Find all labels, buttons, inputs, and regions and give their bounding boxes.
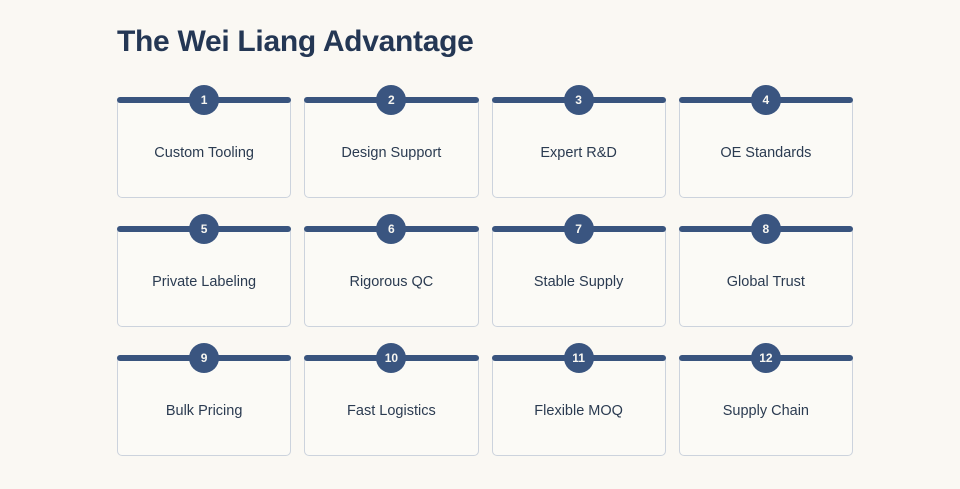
advantage-card[interactable]: 12 Supply Chain: [678, 343, 853, 456]
advantage-card[interactable]: 10 Fast Logistics: [304, 343, 479, 456]
card-number-badge: 10: [376, 343, 407, 373]
card-label: Global Trust: [726, 274, 805, 290]
card-number-badge: 8: [750, 214, 781, 244]
advantage-card[interactable]: 4 OE Standards: [678, 85, 853, 198]
card-label: OE Standards: [720, 145, 812, 161]
card-number-badge: 11: [563, 343, 594, 373]
card-number-badge: 4: [750, 85, 781, 115]
card-label: Fast Logistics: [347, 403, 436, 419]
advantage-card[interactable]: 6 Rigorous QC: [304, 214, 479, 327]
page-title: The Wei Liang Advantage: [117, 25, 474, 58]
advantage-card[interactable]: 9 Bulk Pricing: [117, 343, 292, 456]
advantage-card[interactable]: 11 Flexible MOQ: [491, 343, 666, 456]
advantage-card-grid: 1 Custom Tooling 2 Design Support 3 Expe…: [117, 85, 853, 456]
advantage-card[interactable]: 5 Private Labeling: [117, 214, 292, 327]
card-label: Custom Tooling: [154, 145, 254, 161]
card-label: Expert R&D: [540, 145, 617, 161]
card-number-badge: 12: [750, 343, 781, 373]
card-label: Design Support: [341, 145, 442, 161]
card-number-badge: 1: [189, 85, 220, 115]
card-number-badge: 3: [563, 85, 594, 115]
advantage-card[interactable]: 1 Custom Tooling: [117, 85, 292, 198]
card-number-badge: 2: [376, 85, 407, 115]
advantage-card[interactable]: 3 Expert R&D: [491, 85, 666, 198]
advantage-card[interactable]: 8 Global Trust: [678, 214, 853, 327]
card-label: Flexible MOQ: [534, 403, 623, 419]
card-label: Private Labeling: [152, 274, 257, 290]
advantage-card[interactable]: 2 Design Support: [304, 85, 479, 198]
card-number-badge: 6: [376, 214, 407, 244]
card-label: Rigorous QC: [349, 274, 434, 290]
card-number-badge: 7: [563, 214, 594, 244]
card-label: Supply Chain: [722, 403, 809, 419]
card-number-badge: 9: [189, 343, 220, 373]
card-label: Bulk Pricing: [165, 403, 243, 419]
card-number-badge: 5: [189, 214, 220, 244]
card-label: Stable Supply: [533, 274, 624, 290]
advantage-card[interactable]: 7 Stable Supply: [491, 214, 666, 327]
